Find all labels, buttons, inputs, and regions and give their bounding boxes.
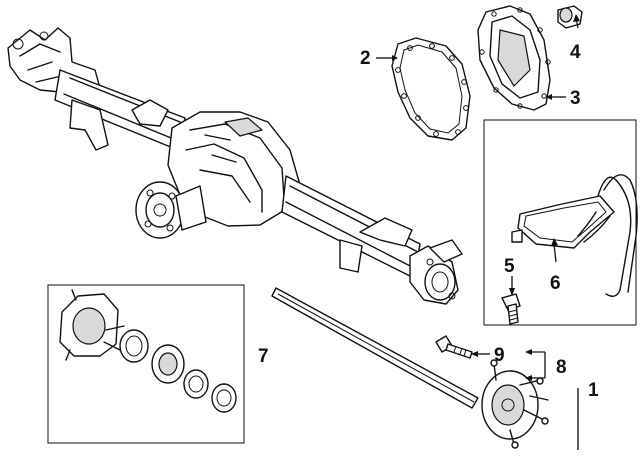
callout-8: 8 [556,357,567,378]
vent-bolt [501,293,521,325]
axle-shaft [271,287,549,449]
callout-7: 7 [258,346,269,367]
callout-1: 1 [588,380,599,401]
differential-cover-gasket [391,37,471,141]
bearing-seal-detail-box [47,284,245,444]
callout-leaders [376,17,579,450]
fill-plug [557,5,583,29]
callout-6: 6 [550,273,561,294]
bearing-seal-kit [59,289,237,413]
wheel-stud [435,335,473,359]
callout-9: 9 [494,345,505,366]
vent-hose [511,174,638,297]
differential-cover [477,5,551,111]
callout-3: 3 [570,88,581,109]
callout-5: 5 [504,256,515,277]
arrowheads [392,14,580,381]
axle-housing [7,27,463,305]
callout-4: 4 [570,42,581,63]
vent-hose-detail-box [483,119,637,326]
callout-2: 2 [360,48,371,69]
